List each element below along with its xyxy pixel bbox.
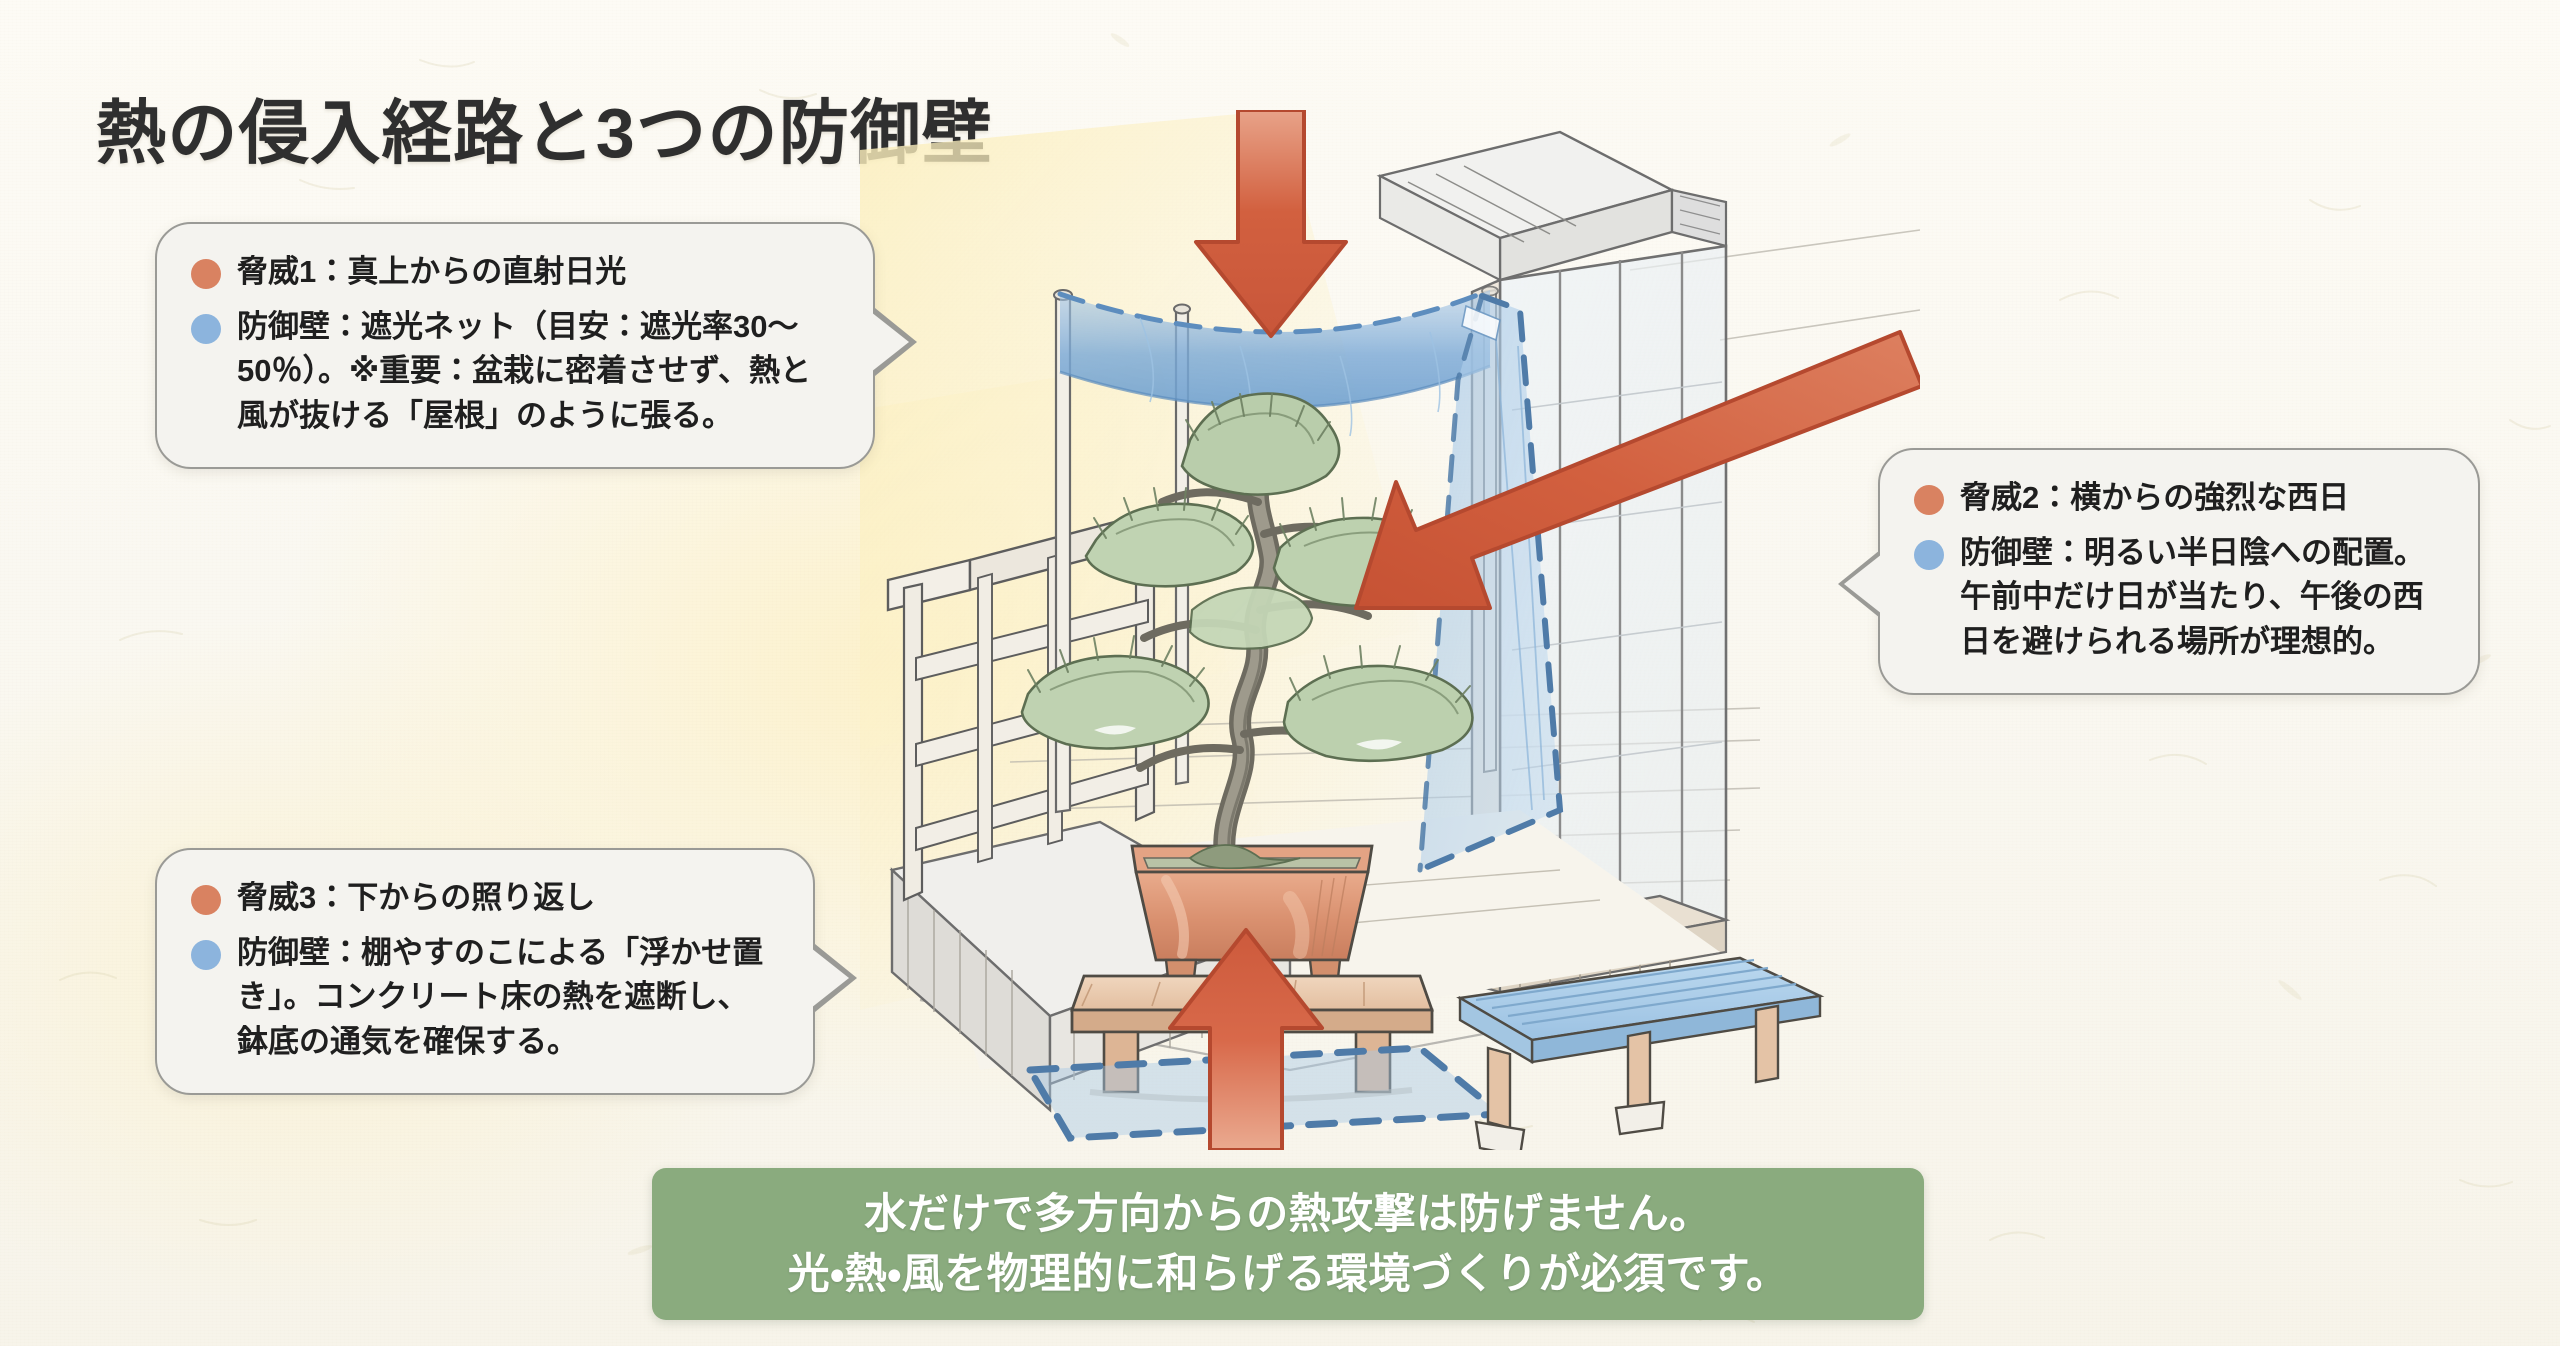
callout-2-pointer-fill <box>1844 554 1882 614</box>
summary-banner: 水だけで多方向からの熱攻撃は防げません。 光・熱・風を物理的に和らげる環境づくり… <box>652 1168 1924 1320</box>
threat-dot-icon <box>191 885 221 915</box>
eaves-awning <box>1376 130 1728 282</box>
callout-threat-3: 脅威3：下からの照り返し 防御壁：棚やすのこによる「浮かせ置き」。コンクリート床… <box>155 848 857 1095</box>
threat-2-row: 脅威2：横からの強烈な西日 <box>1914 476 2444 521</box>
banner-line-1: 水だけで多方向からの熱攻撃は防げません。 <box>864 1190 1712 1238</box>
callout-3-pointer-fill <box>811 948 849 1008</box>
heat-arrow-top <box>1194 110 1348 338</box>
callout-1-pointer-fill <box>871 312 909 372</box>
defense-dot-icon <box>191 313 221 344</box>
heat-arrow-bottom <box>1168 928 1324 1150</box>
threat-2-label: 脅威2：横からの強烈な西日 <box>1960 480 2350 515</box>
foliage-pads <box>1020 392 1474 763</box>
threat-3-label: 脅威3：下からの照り返し <box>237 880 596 915</box>
drying-rack <box>1456 956 1825 1150</box>
threat-3-row: 脅威3：下からの照り返し <box>191 876 779 921</box>
threat-dot-icon <box>191 259 221 289</box>
wall-2-label: 防御壁：明るい半日陰への配置。午前中だけ日が当たり、午後の西日を避けられる場所が… <box>1960 534 2425 659</box>
wall-1-row: 防御壁：遮光ネット（目安：遮光率30〜50％）。※重要：盆栽に密着させず、熱と風… <box>191 305 839 439</box>
banner-line-2: 光・熱・風を物理的に和らげる環境づくりが必須です。 <box>787 1250 1789 1297</box>
wall-2-row: 防御壁：明るい半日陰への配置。午前中だけ日が当たり、午後の西日を避けられる場所が… <box>1914 531 2444 665</box>
threat-1-row: 脅威1：真上からの直射日光 <box>191 250 839 295</box>
heat-arrow-side <box>1354 330 1920 610</box>
defense-dot-icon <box>191 939 221 970</box>
page-title: 熱の侵入経路と3つの防御壁 <box>96 93 994 172</box>
bonsai-pine-tree <box>1020 392 1474 877</box>
callout-threat-1: 脅威1：真上からの直射日光 防御壁：遮光ネット（目安：遮光率30〜50％）。※重… <box>155 222 917 469</box>
threat-1-label: 脅威1：真上からの直射日光 <box>237 254 627 289</box>
wall-3-row: 防御壁：棚やすのこによる「浮かせ置き」。コンクリート床の熱を遮断し、鉢底の通気を… <box>191 931 779 1065</box>
threat-dot-icon <box>1914 485 1944 515</box>
wall-1-label: 防御壁：遮光ネット（目安：遮光率30〜50％）。※重要：盆栽に密着させず、熱と風… <box>237 308 811 433</box>
balcony-bonsai-illustration <box>860 110 1920 1150</box>
bonsai-pot <box>1130 844 1374 980</box>
defense-dot-icon <box>1914 539 1944 570</box>
wall-3-label: 防御壁：棚やすのこによる「浮かせ置き」。コンクリート床の熱を遮断し、鉢底の通気を… <box>237 934 764 1059</box>
callout-threat-2: 脅威2：横からの強烈な西日 防御壁：明るい半日陰への配置。午前中だけ日が当たり、… <box>1838 448 2480 695</box>
